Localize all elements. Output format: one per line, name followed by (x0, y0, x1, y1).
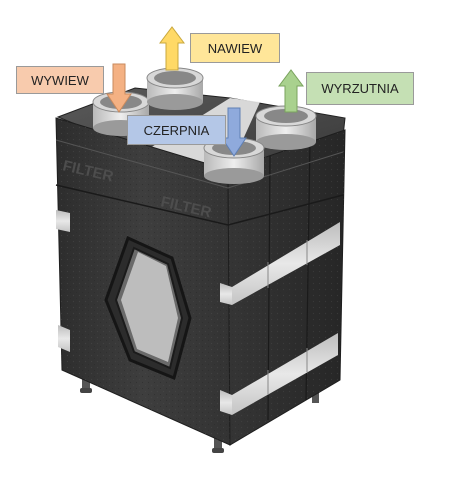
arrow-down-wywiew (106, 63, 132, 113)
arrow-down-czerpnia (221, 107, 247, 157)
label-nawiew: NAWIEW (190, 33, 280, 63)
arrow-up-wyrzutnia (278, 69, 304, 113)
label-nawiew-text: NAWIEW (207, 40, 263, 56)
label-wyrzutnia: WYRZUTNIA (306, 72, 414, 105)
band-upper-side (232, 222, 340, 305)
band-lower-front (58, 325, 70, 352)
label-wyrzutnia-text: WYRZUTNIA (321, 81, 399, 96)
pipe-wyrzutnia (255, 105, 317, 150)
label-wywiew-text: WYWIEW (31, 72, 89, 88)
arrow-up-nawiew (159, 26, 185, 71)
band-lower-side (232, 333, 338, 415)
label-czerpnia: CZERPNIA (127, 115, 226, 145)
pipe-nawiew (146, 67, 204, 110)
label-wywiew: WYWIEW (16, 66, 104, 94)
label-czerpnia-text: CZERPNIA (143, 122, 210, 138)
band-upper-front (56, 210, 70, 232)
filter-ledge (55, 184, 344, 226)
